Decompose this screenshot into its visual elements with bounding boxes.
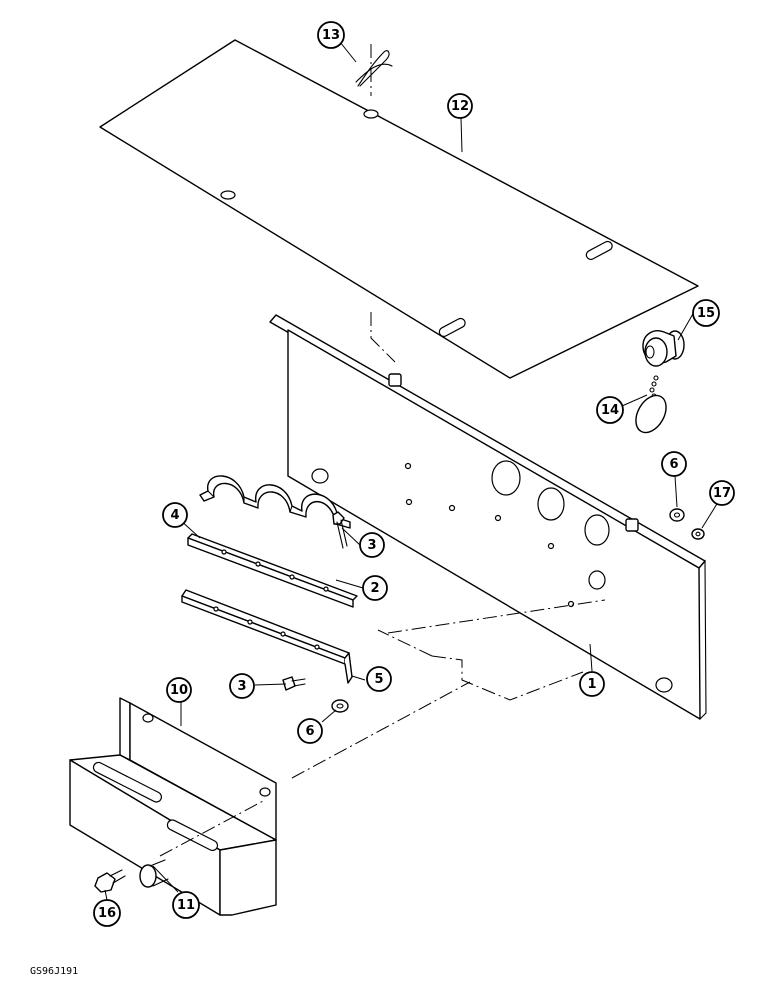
- callout-number: 6: [305, 724, 314, 739]
- callout-circle: [596, 396, 624, 424]
- callout-c17: 17: [709, 480, 735, 506]
- hair-pin-clip: [355, 50, 393, 87]
- callout-circle: [692, 299, 720, 327]
- fasteners-right: [669, 508, 705, 540]
- callout-number: 6: [669, 457, 678, 472]
- callout-number: 15: [697, 306, 715, 321]
- callout-number: 13: [322, 28, 340, 43]
- callout-circle: [366, 666, 392, 692]
- callout-circles: 13 12 15 14 6 17 4 3 2 5 3 1 10 6 16 11: [93, 21, 735, 927]
- callout-number: 3: [367, 538, 376, 553]
- callout-c3b: 3: [229, 673, 255, 699]
- callout-c16: 16: [93, 899, 121, 927]
- callout-number: 12: [451, 99, 469, 114]
- plug-and-tether: [635, 330, 685, 434]
- angle-strip: [181, 589, 353, 684]
- callout-circle: [172, 891, 200, 919]
- callout-c13: 13: [317, 21, 345, 49]
- callout-c1: 1: [579, 671, 605, 697]
- callout-circle: [229, 673, 255, 699]
- callout-circle: [166, 677, 192, 703]
- callout-circle: [297, 718, 323, 744]
- callout-circle: [317, 21, 345, 49]
- mounting-plate: [269, 314, 707, 720]
- callout-c10: 10: [166, 677, 192, 703]
- assembly-lines: [159, 44, 606, 857]
- callout-c4: 4: [162, 502, 188, 528]
- callout-c2: 2: [362, 575, 388, 601]
- fasteners-middle: [282, 511, 349, 713]
- callout-number: 2: [370, 581, 379, 596]
- callout-number: 10: [170, 683, 188, 698]
- callout-c14: 14: [596, 396, 624, 424]
- callout-number: 11: [177, 898, 195, 913]
- clamp-strip: [187, 533, 358, 608]
- callout-c6a: 6: [661, 451, 687, 477]
- callout-number: 17: [713, 486, 731, 501]
- cover-plate: [99, 39, 699, 379]
- callout-circle: [162, 502, 188, 528]
- callout-number: 14: [601, 403, 619, 418]
- callout-circle: [447, 93, 473, 119]
- callout-c12: 12: [447, 93, 473, 119]
- callout-c6b: 6: [297, 718, 323, 744]
- callout-number: 1: [587, 677, 596, 692]
- callout-number: 3: [237, 679, 246, 694]
- callout-c3a: 3: [359, 532, 385, 558]
- callout-leaders: [104, 41, 721, 901]
- callout-c11: 11: [172, 891, 200, 919]
- callout-circle: [709, 480, 735, 506]
- drawing-reference-code: GS96J191: [30, 966, 78, 977]
- callout-number: 5: [374, 672, 383, 687]
- callout-c5: 5: [366, 666, 392, 692]
- callout-number: 4: [170, 508, 179, 523]
- triple-pipe-clamp: [199, 475, 351, 529]
- callout-circle: [579, 671, 605, 697]
- fasteners-bracket: [94, 859, 169, 893]
- callout-c15: 15: [692, 299, 720, 327]
- callout-number: 16: [98, 906, 116, 921]
- mounting-bracket: [69, 697, 277, 916]
- callout-circle: [93, 899, 121, 927]
- callout-circle: [362, 575, 388, 601]
- callout-circle: [661, 451, 687, 477]
- callout-circle: [359, 532, 385, 558]
